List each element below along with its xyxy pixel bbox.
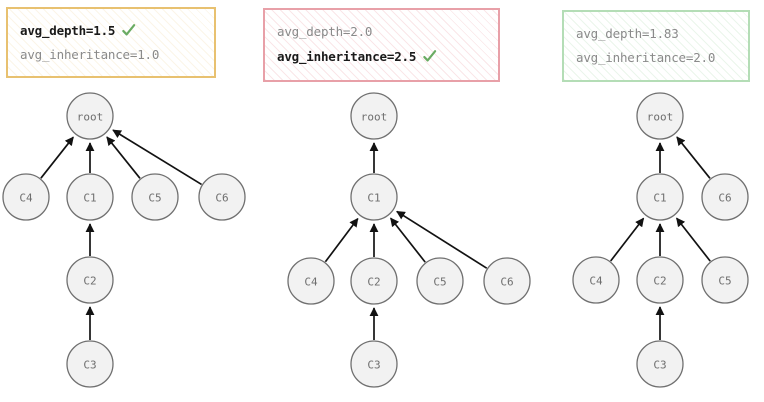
node-C3[interactable]: C3 (350, 340, 398, 388)
metric-text: avg_depth=2.0 (277, 23, 373, 39)
node-label: C5 (148, 192, 161, 205)
node-C4[interactable]: C4 (572, 256, 620, 304)
metric-text: avg_inheritance=2.0 (576, 49, 716, 65)
node-circle[interactable] (66, 173, 114, 221)
metric-line: avg_inheritance=1.0 (20, 49, 202, 62)
edge-C4-to-C1 (609, 217, 645, 262)
node-label: C2 (83, 275, 96, 288)
node-label: C5 (433, 276, 446, 289)
node-circle[interactable] (572, 256, 620, 304)
node-circle[interactable] (287, 257, 335, 305)
node-root[interactable]: root (66, 92, 114, 140)
node-circle[interactable] (66, 256, 114, 304)
node-label: C5 (718, 275, 731, 288)
node-C5[interactable]: C5 (131, 173, 179, 221)
metric-text: avg_depth=1.5 (20, 22, 116, 38)
node-label: C1 (83, 192, 96, 205)
node-C1[interactable]: C1 (636, 173, 684, 221)
edge-C6-to-C1 (396, 210, 488, 269)
check-mark-icon (121, 23, 136, 38)
node-circle[interactable] (66, 92, 114, 140)
edge-C5-to-C1 (675, 217, 711, 262)
metric-line: avg_inheritance=2.0 (576, 49, 736, 65)
node-circle[interactable] (2, 173, 50, 221)
node-label: C1 (367, 192, 380, 205)
metric-box-1: avg_depth=1.5 avg_inheritance=1.0 (6, 7, 216, 78)
edge-C6-to-root (112, 129, 202, 186)
edge-C4-to-root (40, 136, 74, 179)
node-circle[interactable] (636, 173, 684, 221)
metric-box-2: avg_depth=2.0 avg_inheritance=2.5 (263, 8, 500, 82)
node-label: root (361, 111, 388, 124)
node-label: C6 (718, 192, 731, 205)
node-C3[interactable]: C3 (66, 340, 114, 388)
node-label: C3 (83, 359, 96, 372)
node-label: root (77, 111, 104, 124)
node-circle[interactable] (350, 92, 398, 140)
node-circle[interactable] (701, 256, 749, 304)
metric-text: avg_inheritance=1.0 (20, 47, 160, 63)
metric-text: avg_depth=1.83 (576, 26, 679, 41)
node-C6[interactable]: C6 (483, 257, 531, 305)
node-circle[interactable] (198, 173, 246, 221)
node-circle[interactable] (636, 92, 684, 140)
edge-C6-to-root (676, 136, 711, 179)
node-label: C6 (500, 276, 513, 289)
metric-text: avg_inheritance=2.5 (277, 48, 417, 64)
node-root[interactable]: root (636, 92, 684, 140)
node-C2[interactable]: C2 (350, 257, 398, 305)
check-mark-icon (422, 49, 437, 64)
node-root[interactable]: root (350, 92, 398, 140)
node-circle[interactable] (350, 340, 398, 388)
node-C4[interactable]: C4 (287, 257, 335, 305)
node-label: C6 (215, 192, 228, 205)
edge-C4-to-C1 (324, 217, 359, 263)
node-label: C3 (653, 359, 666, 372)
metric-box-3: avg_depth=1.83 avg_inheritance=2.0 (562, 10, 750, 82)
node-label: C2 (653, 275, 666, 288)
node-label: C4 (19, 192, 33, 205)
node-C2[interactable]: C2 (66, 256, 114, 304)
metric-line: avg_depth=1.5 (20, 23, 202, 38)
node-circle[interactable] (636, 256, 684, 304)
metric-line: avg_inheritance=2.5 (277, 49, 486, 64)
node-C6[interactable]: C6 (198, 173, 246, 221)
node-label: C4 (304, 276, 318, 289)
node-label: C4 (589, 275, 603, 288)
node-C1[interactable]: C1 (350, 173, 398, 221)
node-C5[interactable]: C5 (416, 257, 464, 305)
node-circle[interactable] (416, 257, 464, 305)
metric-line: avg_depth=2.0 (277, 23, 486, 39)
edge-C5-to-root (106, 136, 141, 179)
node-circle[interactable] (66, 340, 114, 388)
node-C2[interactable]: C2 (636, 256, 684, 304)
node-circle[interactable] (701, 173, 749, 221)
edge-C5-to-C1 (390, 217, 426, 263)
node-circle[interactable] (131, 173, 179, 221)
node-label: C2 (367, 276, 380, 289)
node-label: C1 (653, 192, 666, 205)
node-label: root (647, 111, 674, 124)
node-label: C3 (367, 359, 380, 372)
node-circle[interactable] (483, 257, 531, 305)
node-circle[interactable] (636, 340, 684, 388)
metric-line: avg_depth=1.83 (576, 26, 736, 41)
node-C1[interactable]: C1 (66, 173, 114, 221)
node-C3[interactable]: C3 (636, 340, 684, 388)
node-circle[interactable] (350, 173, 398, 221)
node-C4[interactable]: C4 (2, 173, 50, 221)
node-C5[interactable]: C5 (701, 256, 749, 304)
node-circle[interactable] (350, 257, 398, 305)
node-C6[interactable]: C6 (701, 173, 749, 221)
